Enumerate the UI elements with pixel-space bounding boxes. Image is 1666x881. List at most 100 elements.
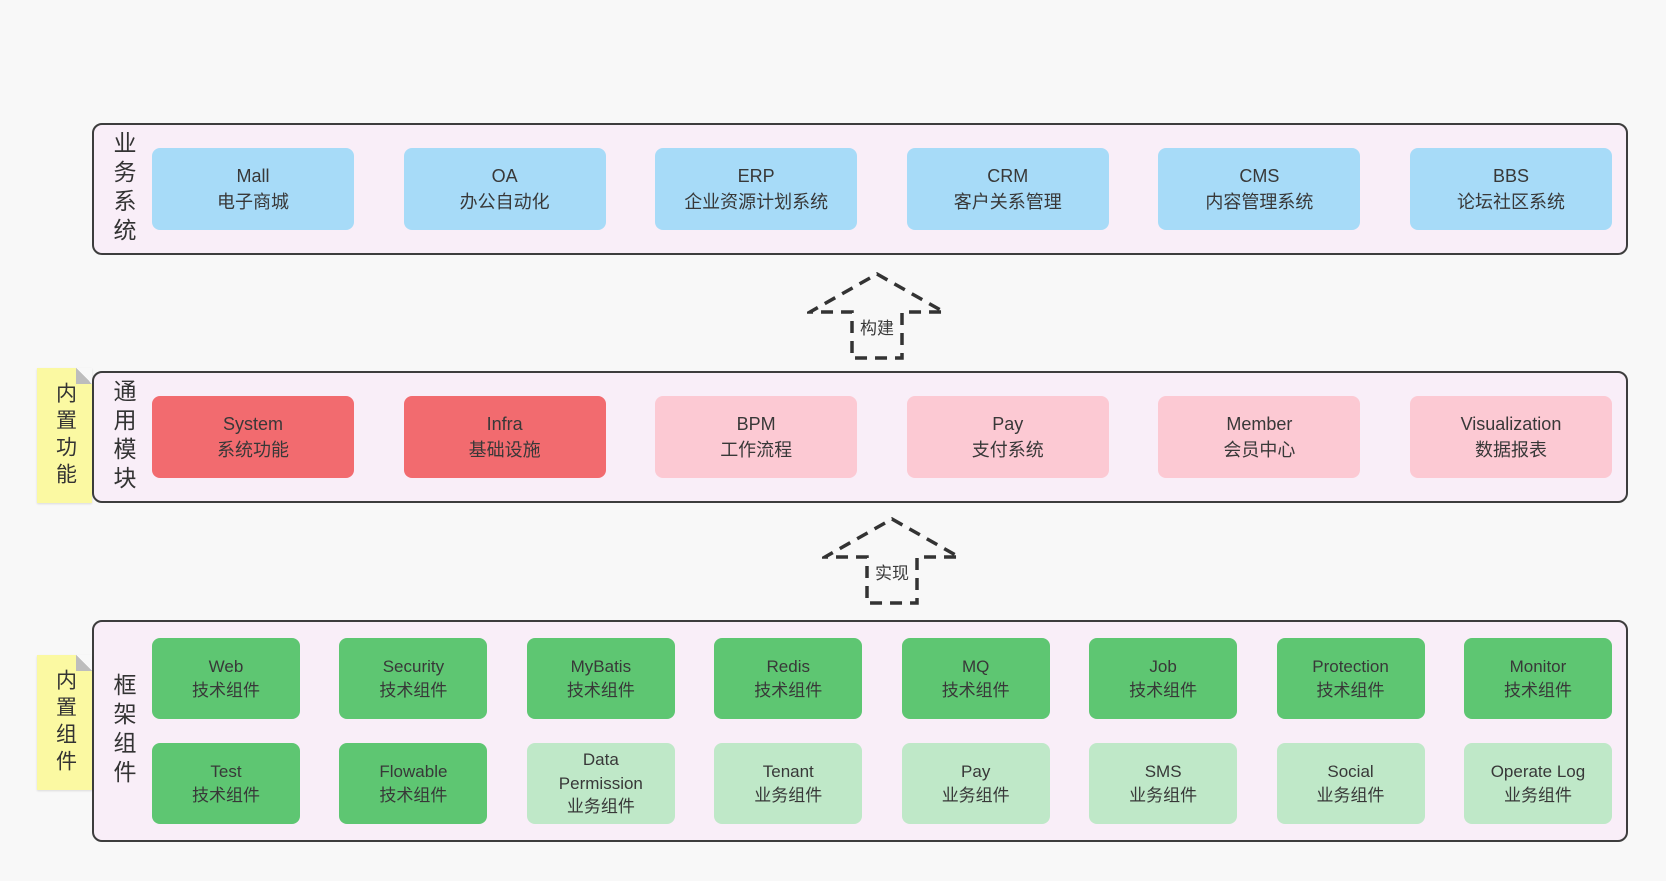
- layer-framework-components: 框架组件 Web 技术组件 Security 技术组件 MyBatis 技术组件…: [92, 620, 1628, 842]
- node-name: Protection: [1312, 657, 1389, 677]
- node-member: Member 会员中心: [1158, 396, 1361, 478]
- node-name: Redis: [766, 657, 810, 677]
- node-sub: 技术组件: [192, 680, 260, 700]
- node-name: Flowable: [379, 762, 448, 782]
- node-name: Monitor: [1509, 657, 1567, 677]
- node-sub: 基础设施: [468, 440, 541, 460]
- node-redis: Redis 技术组件: [714, 638, 863, 719]
- node-name: Pay: [992, 413, 1024, 434]
- node-data-permission: Data Permission 业务组件: [526, 743, 675, 824]
- node-mybatis: MyBatis 技术组件: [526, 638, 675, 719]
- node-monitor: Monitor 技术组件: [1463, 638, 1612, 719]
- node-test: Test 技术组件: [152, 743, 300, 824]
- node-name: MQ: [961, 657, 990, 677]
- node-name: BPM: [736, 413, 776, 434]
- node-pay-system: Pay 支付系统: [906, 396, 1109, 478]
- node-sub: 工作流程: [720, 440, 793, 460]
- framework-components-row-2: Test 技术组件 Flowable 技术组件 Data Permission …: [152, 743, 1612, 824]
- node-visualization: Visualization 数据报表: [1409, 396, 1612, 478]
- node-name: Operate Log: [1490, 762, 1586, 782]
- node-name: Web: [208, 657, 244, 677]
- sticky-note-built-in-features: 内置功能: [37, 368, 92, 503]
- node-sub: 企业资源计划系统: [684, 192, 829, 212]
- node-operate-log: Operate Log 业务组件: [1463, 743, 1612, 824]
- node-name: Social: [1327, 762, 1374, 782]
- node-sub: 业务组件: [941, 785, 1010, 805]
- business-systems-boxes: Mall 电子商城 OA 办公自动化 ERP 企业资源计划系统 CRM 客户关系…: [152, 125, 1612, 253]
- framework-components-row-1: Web 技术组件 Security 技术组件 MyBatis 技术组件 Redi…: [152, 638, 1612, 719]
- node-sub: 技术组件: [941, 680, 1010, 700]
- implement-arrow: 实现: [822, 516, 962, 606]
- layer-label-common-modules: 通用模块: [110, 379, 136, 495]
- node-infra: Infra 基础设施: [403, 396, 606, 478]
- node-job: Job 技术组件: [1089, 638, 1238, 719]
- implement-arrow-label: 实现: [872, 559, 912, 584]
- node-crm: CRM 客户关系管理: [906, 148, 1109, 230]
- note-text: 内置组件: [53, 668, 77, 777]
- node-protection: Protection 技术组件: [1276, 638, 1425, 719]
- note-fold-corner: [76, 655, 92, 671]
- node-name: MyBatis: [570, 657, 632, 677]
- node-sub: 技术组件: [1129, 680, 1198, 700]
- node-name: Data Permission: [558, 750, 643, 793]
- node-mall: Mall 电子商城: [152, 148, 354, 230]
- node-bpm: BPM 工作流程: [655, 396, 858, 478]
- node-pay-component: Pay 业务组件: [901, 743, 1050, 824]
- up-arrow-icon: [822, 516, 962, 605]
- node-bbs: BBS 论坛社区系统: [1409, 148, 1612, 230]
- node-name: ERP: [737, 165, 775, 186]
- node-cms: CMS 内容管理系统: [1158, 148, 1361, 230]
- node-sub: 电子商城: [217, 192, 289, 212]
- framework-components-rows: Web 技术组件 Security 技术组件 MyBatis 技术组件 Redi…: [152, 622, 1612, 840]
- node-security: Security 技术组件: [339, 638, 488, 719]
- node-sub: 技术组件: [379, 680, 448, 700]
- node-social: Social 业务组件: [1276, 743, 1425, 824]
- node-name: Tenant: [762, 762, 814, 782]
- node-name: System: [222, 413, 283, 434]
- node-name: SMS: [1144, 762, 1182, 782]
- node-name: Pay: [961, 762, 991, 782]
- layer-common-modules: 通用模块 System 系统功能 Infra 基础设施 BPM 工作流程 Pay…: [92, 371, 1628, 503]
- node-sub: 业务组件: [566, 797, 635, 817]
- sticky-note-built-in-components: 内置组件: [37, 655, 92, 790]
- node-name: Job: [1149, 657, 1177, 677]
- node-web: Web 技术组件: [152, 638, 300, 719]
- node-name: BBS: [1492, 165, 1529, 186]
- node-sub: 数据报表: [1474, 440, 1547, 460]
- node-sub: 技术组件: [1316, 680, 1385, 700]
- node-name: Test: [210, 762, 242, 782]
- node-erp: ERP 企业资源计划系统: [655, 148, 858, 230]
- node-name: CRM: [987, 165, 1029, 186]
- node-sub: 系统功能: [217, 440, 289, 460]
- node-name: Visualization: [1460, 413, 1562, 434]
- node-sub: 业务组件: [1316, 785, 1385, 805]
- node-system: System 系统功能: [152, 396, 354, 478]
- node-sub: 会员中心: [1223, 440, 1296, 460]
- build-arrow: 构建: [807, 271, 947, 361]
- node-name: Security: [382, 657, 445, 677]
- layer-business-systems: 业务系统 Mall 电子商城 OA 办公自动化 ERP 企业资源计划系统 CRM…: [92, 123, 1628, 255]
- node-sub: 业务组件: [1503, 785, 1572, 805]
- layer-label-framework-components: 框架组件: [110, 673, 136, 789]
- node-sub: 支付系统: [971, 440, 1044, 460]
- build-arrow-label: 构建: [857, 314, 897, 339]
- node-name: CMS: [1239, 165, 1280, 186]
- node-name: Mall: [236, 165, 270, 186]
- node-name: OA: [491, 165, 518, 186]
- node-flowable: Flowable 技术组件: [339, 743, 488, 824]
- node-sub: 客户关系管理: [953, 192, 1062, 212]
- node-sub: 办公自动化: [459, 192, 550, 212]
- node-sub: 技术组件: [1503, 680, 1572, 700]
- node-sub: 论坛社区系统: [1456, 192, 1565, 212]
- node-sub: 技术组件: [566, 680, 635, 700]
- node-name: Member: [1226, 413, 1293, 434]
- node-sub: 技术组件: [192, 785, 260, 805]
- up-arrow-icon: [807, 271, 947, 360]
- node-name: Infra: [486, 413, 523, 434]
- node-tenant: Tenant 业务组件: [714, 743, 863, 824]
- node-sub: 内容管理系统: [1205, 192, 1314, 212]
- note-text: 内置功能: [53, 381, 77, 490]
- node-sub: 技术组件: [754, 680, 823, 700]
- node-oa: OA 办公自动化: [403, 148, 606, 230]
